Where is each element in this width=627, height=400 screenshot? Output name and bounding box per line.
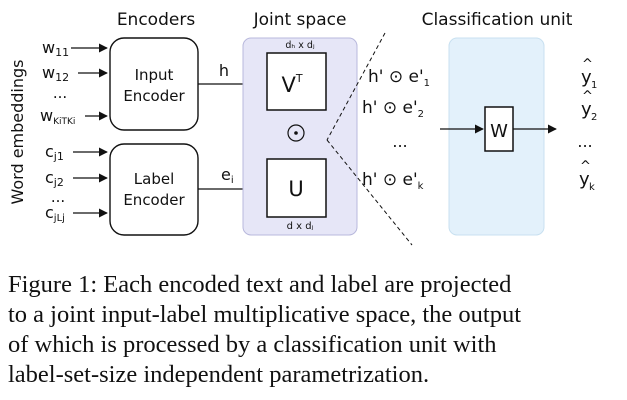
w-matrix-box [484,106,514,152]
input-c-dots: ... [51,188,65,206]
input-cj2: cj2 [45,168,64,189]
dashed-line-top [326,32,386,141]
header-classification-unit: Classification unit [422,10,573,30]
input-encoder-label-1: Input [135,66,174,84]
svg-text:^: ^ [582,57,593,72]
product-k: h' ⊙ e'k [362,170,424,192]
svg-text:y: y [581,99,592,120]
label-e: ei [221,165,234,186]
input-w-dots: ... [53,84,67,102]
output-dots: ... [577,132,592,151]
input-cjlj: cjLj [45,203,65,224]
architecture-diagram: Encoders Joint space Classification unit… [8,10,597,246]
vt-matrix-label: VT [281,72,302,97]
vt-dims: dₕ x dⱼ [285,40,315,51]
u-dims: d x dⱼ [287,221,314,232]
u-matrix-box [266,158,327,218]
caption-line-3: of which is processed by a classificatio… [8,331,497,358]
output-y2: y ^ 2 [581,89,597,123]
product-1: h' ⊙ e'1 [368,67,430,89]
caption-line-4: label-set-size independent parametrizati… [8,361,430,388]
input-cj1: cj1 [45,142,64,163]
output-yk: y ^ k [579,159,595,193]
svg-text:k: k [589,182,595,193]
caption-line-2: to a joint input-label multiplicative sp… [8,301,522,328]
product-2: h' ⊙ e'2 [362,98,424,120]
figure-caption: Figure 1: Each encoded text and label ar… [8,270,620,390]
output-y1: y ^ 1 [581,57,597,91]
vt-matrix-box [266,52,327,111]
input-wk: wKiTKi [40,106,75,127]
dashed-line-bottom [326,139,413,246]
label-h: h [219,61,229,80]
svg-text:1: 1 [591,80,597,91]
label-encoder-label-1: Label [134,170,174,188]
odot-dot [294,131,298,135]
header-joint-space: Joint space [253,10,347,30]
input-encoder-box [109,37,199,131]
odot-circle [287,124,305,142]
svg-text:y: y [581,67,592,88]
header-encoders: Encoders [117,10,196,30]
w-matrix-label: W [490,121,508,142]
input-w11: w11 [42,38,69,59]
input-encoder-label-2: Encoder [123,87,185,105]
svg-text:^: ^ [580,159,591,174]
u-matrix-label: U [288,177,303,201]
diagram-canvas: Encoders Joint space Classification unit… [8,10,597,246]
svg-text:2: 2 [591,112,597,123]
caption-line-1: Figure 1: Each encoded text and label ar… [8,271,512,298]
svg-text:^: ^ [582,89,593,104]
label-encoder-label-2: Encoder [123,191,185,209]
label-encoder-box [109,143,199,236]
svg-text:y: y [579,169,590,190]
product-dots: ... [392,132,407,151]
input-w12: w12 [42,63,69,84]
word-embeddings-label: Word embeddings [8,59,27,204]
